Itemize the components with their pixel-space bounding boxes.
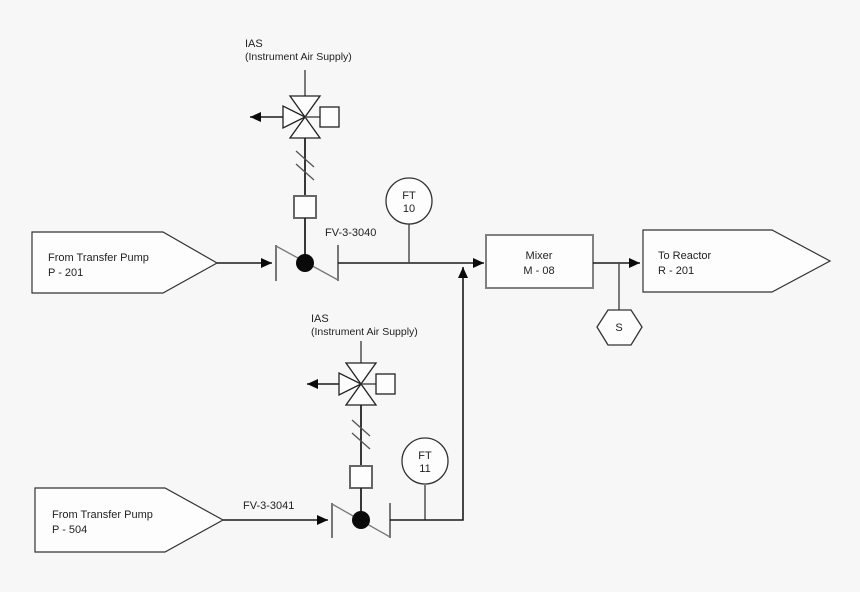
solenoid-top-upper-triangle bbox=[288, 95, 322, 119]
valve-tag-bottom: FV-3-3041 bbox=[243, 500, 294, 512]
solenoid-valve-bottom bbox=[307, 362, 396, 406]
mixer-line1: Mixer bbox=[526, 250, 553, 262]
actuator-bottom bbox=[349, 465, 373, 489]
mixer-line2: M - 08 bbox=[523, 265, 554, 277]
ft11-line2: 11 bbox=[419, 463, 430, 475]
ft10-circle bbox=[385, 177, 433, 225]
valve-tag-top: FV-3-3040 bbox=[325, 227, 376, 239]
interlock-label: S bbox=[615, 322, 622, 334]
source-p201-line1: From Transfer Pump bbox=[48, 252, 149, 264]
control-valve-fv-3-3040 bbox=[275, 245, 339, 281]
ft11-line1: FT bbox=[418, 450, 432, 462]
ft10-line2: 10 bbox=[403, 203, 415, 215]
ft10-line1: FT bbox=[402, 190, 416, 202]
ias-bottom-title: IAS bbox=[311, 313, 329, 325]
ias-top-subtitle: (Instrument Air Supply) bbox=[245, 51, 352, 63]
solenoid-bottom-coil-box bbox=[375, 373, 396, 395]
source-p504-line1: From Transfer Pump bbox=[52, 509, 153, 521]
destination-line2: R - 201 bbox=[658, 265, 694, 277]
signal-slash-top-1 bbox=[295, 150, 315, 168]
solenoid-bottom-left-triangle bbox=[338, 371, 363, 397]
solenoid-valve-top bbox=[250, 95, 340, 139]
ias-bottom-subtitle: (Instrument Air Supply) bbox=[311, 326, 418, 338]
source-flag-p201-shape bbox=[31, 231, 219, 294]
source-flag-p504-shape bbox=[34, 487, 225, 553]
mixer-box: Mixer M - 08 bbox=[485, 234, 594, 289]
ias-top-title: IAS bbox=[245, 38, 263, 50]
valve-bottom-ball bbox=[352, 511, 370, 529]
source-flag-p504: From Transfer Pump P - 504 bbox=[34, 487, 225, 553]
signal-slash-bottom-2 bbox=[351, 432, 371, 450]
valve-top-ball bbox=[296, 254, 314, 272]
riser-line-to-main bbox=[390, 267, 468, 521]
signal-slash-top-2 bbox=[295, 163, 315, 181]
signal-slash-bottom-1 bbox=[351, 419, 371, 437]
destination-flag-shape bbox=[642, 229, 832, 293]
actuator-top bbox=[293, 195, 317, 219]
solenoid-bottom-upper-triangle bbox=[344, 362, 378, 386]
interlock-hexagon-shape bbox=[596, 309, 643, 346]
solenoid-top-coil-box bbox=[319, 106, 340, 128]
source-p201-line2: P - 201 bbox=[48, 267, 83, 279]
ft11-circle bbox=[401, 437, 449, 485]
source-p504-line2: P - 504 bbox=[52, 524, 87, 536]
interlock-hexagon: S bbox=[596, 309, 643, 346]
mixer-rect bbox=[485, 234, 594, 289]
destination-flag-r201: To Reactor R - 201 bbox=[642, 229, 832, 293]
flow-transmitter-ft11: FT 11 bbox=[401, 437, 449, 520]
flow-transmitter-ft10: FT 10 bbox=[385, 177, 433, 263]
source-flag-p201: From Transfer Pump P - 201 bbox=[31, 231, 219, 294]
destination-line1: To Reactor bbox=[658, 250, 712, 262]
solenoid-top-left-triangle bbox=[282, 104, 307, 130]
